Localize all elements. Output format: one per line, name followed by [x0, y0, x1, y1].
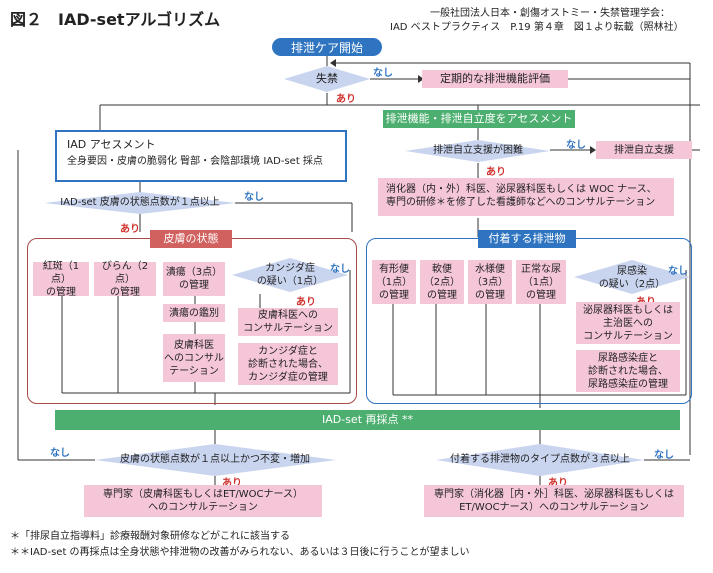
uti-consult-box: 泌尿器科医もしくは 主治医への コンサルテーション [576, 302, 680, 344]
candida-consult-box: 皮膚科医への コンサルテーション [238, 308, 338, 336]
consult-specialists-box: 消化器（内・外）科医、泌尿器科医もしくは WOC ナース、 専門の研修＊を修了し… [378, 178, 674, 216]
candida-label: カンジダ症 の疑い（1点） [256, 263, 324, 287]
footnote-1: ＊「排尿自立指導料」診療報酬対象研修などがこれに該当する [10, 531, 290, 542]
soft-stool-box: 軟便 （2点） の管理 [420, 260, 464, 304]
ulcer-differentiation-box: 潰瘍の鑑別 [163, 304, 225, 322]
iad-assessment-title: IAD アセスメント [67, 138, 156, 151]
bottom-right-result-box: 専門家（消化器［内・外］科医、泌尿器科医もしくは ET/WOCナース）へのコンサ… [424, 485, 684, 517]
erythema-box: 紅斑（1点） の管理 [33, 261, 89, 298]
excreta-panel-title: 付着する排泄物 [478, 230, 576, 248]
incontinence-no-label: なし [373, 68, 393, 79]
page-title: 図２ IAD-setアルゴリズム [10, 10, 221, 29]
bottom-left-yes-label: あり [222, 478, 242, 489]
source-line-1: 一般社団法人日本・創傷オストミー・失禁管理学会： [430, 8, 670, 19]
uti-manage-box: 尿路感染症と 診断された場合、 尿路感染症の管理 [576, 350, 680, 392]
normal-urine-box: 正常な尿 （1点） の管理 [516, 260, 566, 304]
skin-score-label: IAD-set 皮膚の状態点数が１点以上 [60, 197, 220, 208]
erosion-box: びらん（2点） の管理 [94, 261, 156, 298]
candida-no-label: なし [330, 264, 350, 275]
uti-label: 尿感染 の疑い（2点） [598, 266, 666, 290]
watery-stool-box: 水様便 （3点） の管理 [468, 260, 512, 304]
footnote-2: ＊＊IAD-set の再採点は全身状態や排泄物の改善がみられない、あるいは３日後… [10, 547, 470, 558]
formed-stool-box: 有形便 （1点） の管理 [372, 260, 416, 304]
support-box: 排泄自立支援 [596, 141, 692, 159]
bottom-left-no-label: なし [50, 448, 70, 459]
ulcer-box: 潰瘍（3点） の管理 [163, 262, 225, 296]
bottom-right-yes-label: あり [548, 478, 568, 489]
skin-score-yes-label: あり [120, 224, 140, 235]
iad-assessment-box: IAD アセスメント 全身要因・皮膚の脆弱化 臀部・会陰部環境 IAD-set … [55, 130, 347, 182]
skin-panel-title: 皮膚の状態 [150, 230, 232, 248]
bottom-right-label: 付着する排泄物のタイプ点数が３点以上 [450, 454, 630, 465]
bottom-right-no-label: なし [654, 450, 674, 461]
start-node: 排泄ケア開始 [272, 38, 382, 56]
difficult-no-label: なし [566, 140, 586, 151]
regular-eval-box: 定期的な排泄機能評価 [422, 70, 568, 88]
bottom-left-label: 皮膚の状態点数が１点以上かつ不変・増加 [120, 454, 310, 465]
difficult-yes-label: あり [486, 167, 506, 178]
bottom-left-result-box: 専門家（皮膚科医もしくはET/WOCナース） へのコンサルテーション [84, 485, 322, 517]
candida-yes-label: あり [296, 297, 316, 308]
difficult-label: 排泄自立支援が困難 [433, 145, 523, 156]
incontinence-label: 失禁 [316, 72, 338, 85]
incontinence-yes-label: あり [336, 94, 356, 105]
assess-excretion-box: 排泄機能・排泄自立度をアセスメント [383, 110, 575, 128]
skin-score-no-label: なし [244, 192, 264, 203]
uti-no-label: なし [668, 266, 688, 277]
ulcer-derm-consult-box: 皮膚科医 へのコンサル テーション [163, 334, 225, 382]
rescore-bar: IAD-set 再採点 ** [55, 410, 680, 430]
source-line-2: IAD ベストプラクティス P.19 第４章 図１より転載（照林社） [390, 22, 684, 33]
iad-assessment-body: 全身要因・皮膚の脆弱化 臀部・会陰部環境 IAD-set 採点 [67, 156, 323, 167]
candida-manage-box: カンジダ症と 診断された場合、 カンジダ症の管理 [238, 343, 338, 385]
